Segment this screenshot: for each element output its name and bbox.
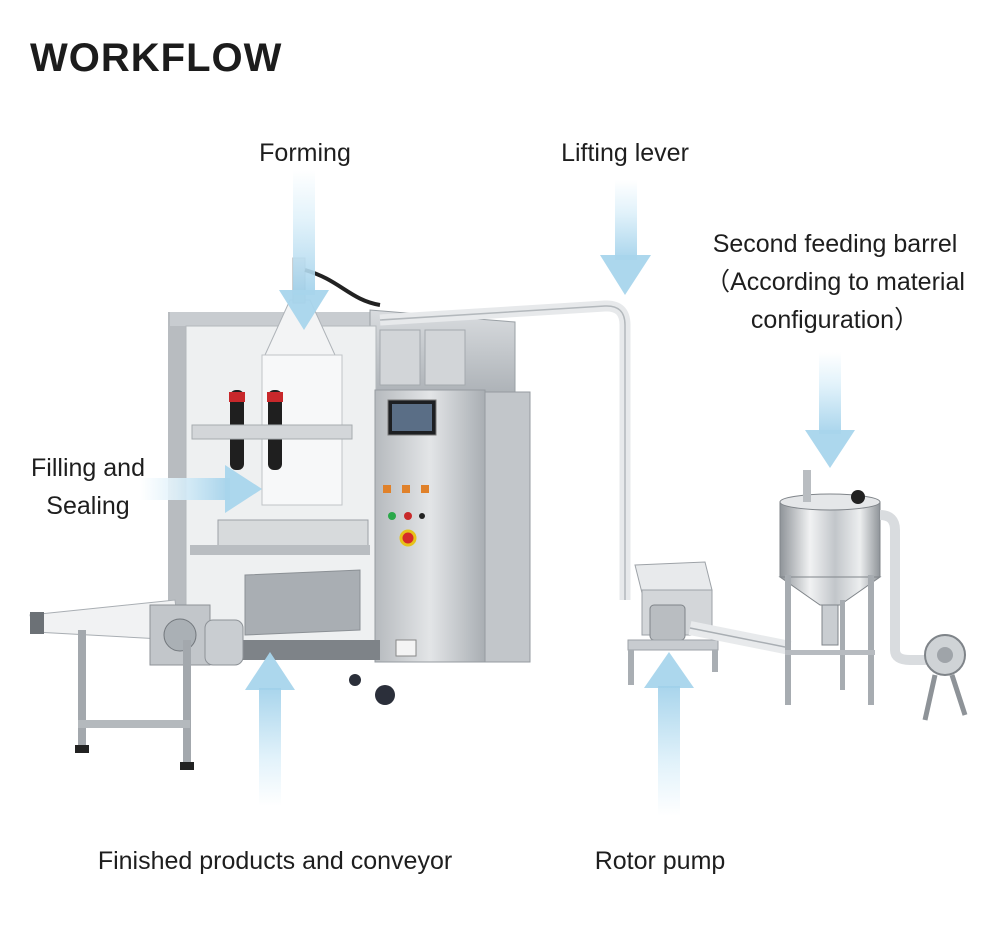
label-sealing: Sealing (46, 492, 130, 520)
label-filling-and: Filling and (31, 454, 145, 482)
label-lifting-lever: Lifting lever (561, 139, 689, 167)
label-rotor-pump: Rotor pump (594, 847, 726, 875)
arrow-forming (279, 170, 329, 330)
conveyor (29, 599, 244, 770)
label-second-feeding-barrel-note-1: （According to material (705, 268, 965, 296)
lifting-pipe (379, 300, 631, 600)
workflow-title: WORKFLOW (30, 36, 283, 80)
label-second-feeding-barrel-note-2: configuration） (750, 306, 920, 334)
arrow-filling-sealing (140, 465, 262, 513)
feeding-barrel (778, 470, 968, 721)
label-finished-products: Finished products and conveyor (97, 847, 453, 875)
arrow-feeding-barrel (805, 352, 855, 468)
rotor-pump (627, 561, 792, 685)
arrow-rotor-pump (644, 652, 694, 816)
arrow-finished-products (245, 652, 295, 806)
arrow-lifting-lever (600, 180, 651, 295)
label-forming: Forming (259, 139, 351, 167)
label-second-feeding-barrel: Second feeding barrel (712, 230, 958, 258)
